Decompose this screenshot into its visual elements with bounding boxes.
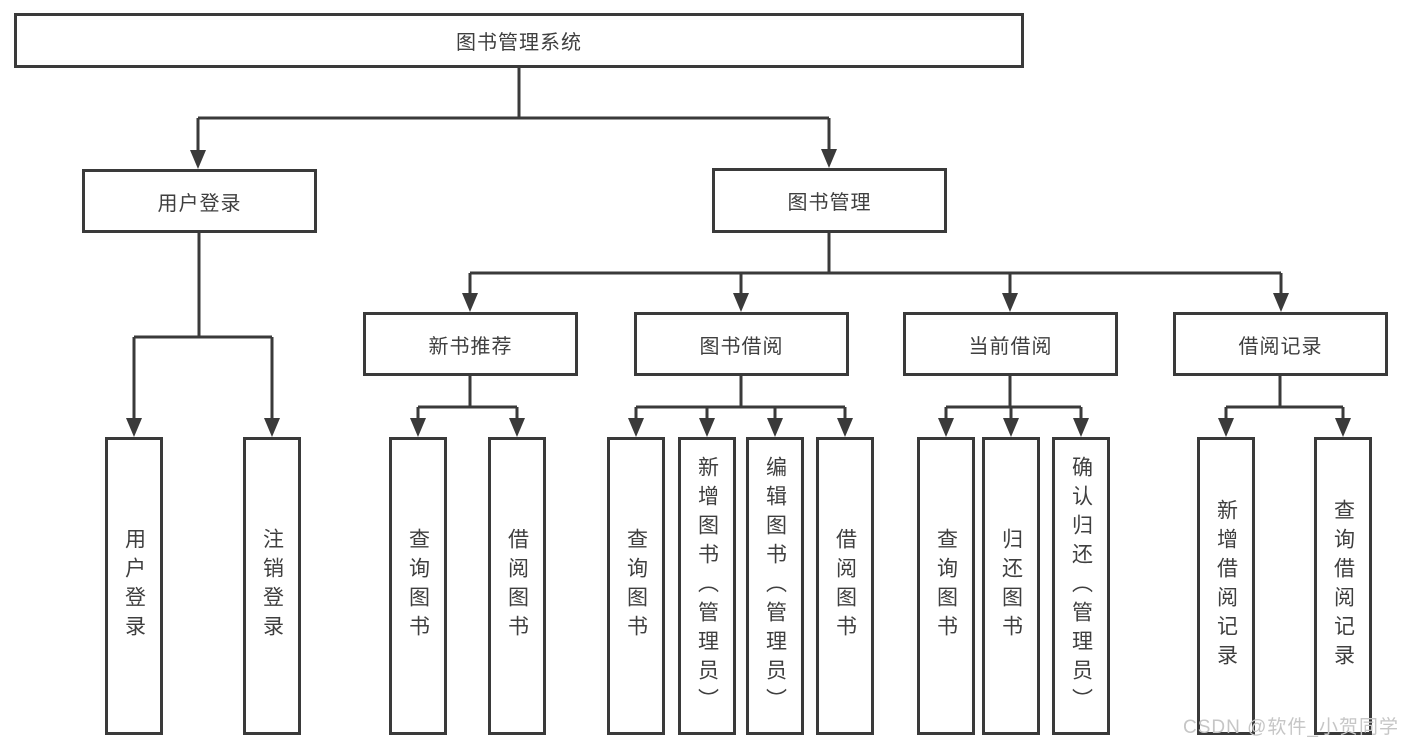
node-book-management: 图书管理 <box>712 168 947 233</box>
leaf-confirm-return-admin: 确认归还（管理员） <box>1052 437 1110 735</box>
node-library-management-system: 图书管理系统 <box>14 13 1024 68</box>
leaf-user-login: 用户登录 <box>105 437 163 735</box>
node-book-borrow: 图书借阅 <box>634 312 849 376</box>
node-user-login: 用户登录 <box>82 169 317 233</box>
leaf-add-book-admin: 新增图书（管理员） <box>678 437 736 735</box>
arrowheads <box>126 149 1351 437</box>
leaf-borrow-books-recommend: 借阅图书 <box>488 437 546 735</box>
leaf-return-books: 归还图书 <box>982 437 1040 735</box>
node-borrow-records: 借阅记录 <box>1173 312 1388 376</box>
node-new-book-recommend: 新书推荐 <box>363 312 578 376</box>
leaf-query-borrow-record: 查询借阅记录 <box>1314 437 1372 735</box>
csdn-watermark: CSDN @软件_小贺同学 <box>1183 717 1399 738</box>
leaf-query-books-borrow: 查询图书 <box>607 437 665 735</box>
leaf-borrow-books: 借阅图书 <box>816 437 874 735</box>
leaf-edit-book-admin: 编辑图书（管理员） <box>746 437 804 735</box>
leaf-add-borrow-record: 新增借阅记录 <box>1197 437 1255 735</box>
leaf-query-books-recommend: 查询图书 <box>389 437 447 735</box>
node-current-borrow: 当前借阅 <box>903 312 1118 376</box>
leaf-logout: 注销登录 <box>243 437 301 735</box>
leaf-query-books-current: 查询图书 <box>917 437 975 735</box>
